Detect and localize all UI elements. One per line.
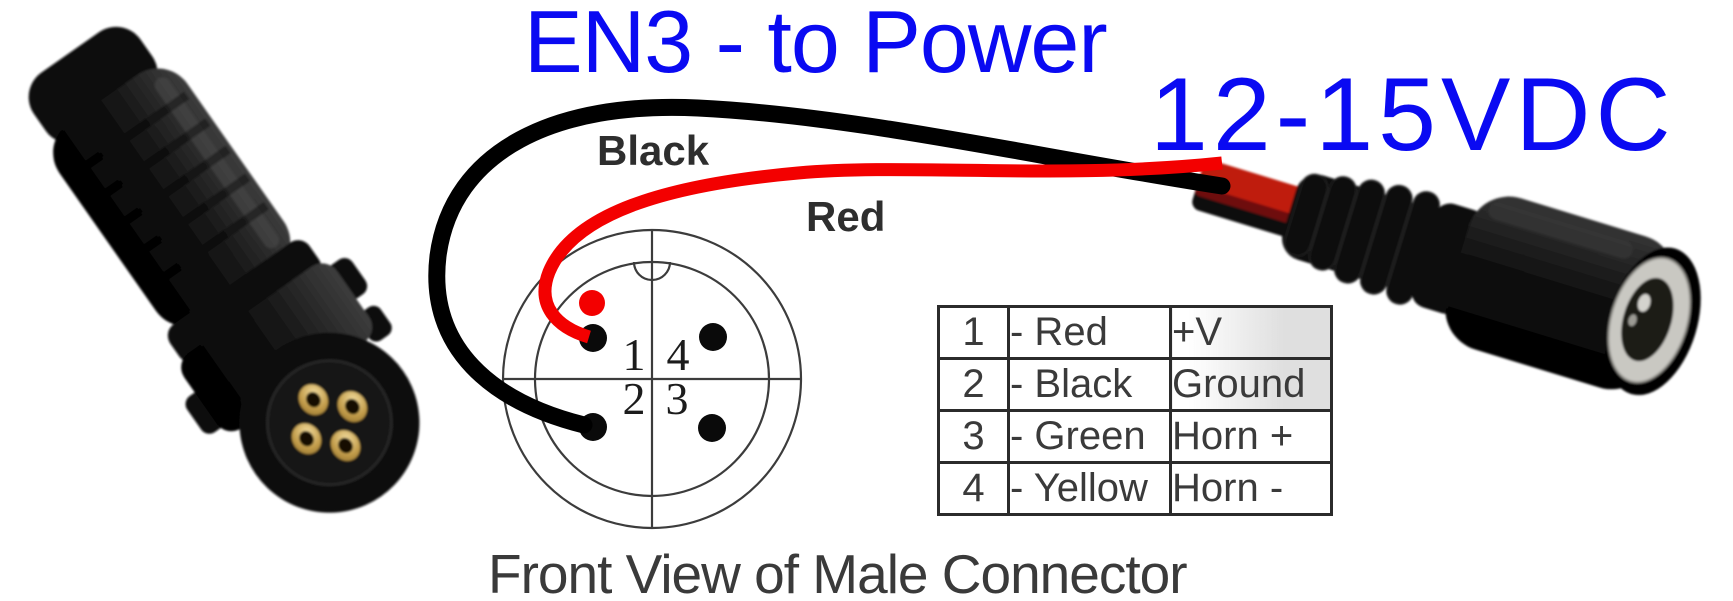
black-wire: [428, 98, 1231, 434]
function-cell: Ground: [1169, 357, 1333, 412]
wire-cell: - Green: [1007, 409, 1172, 464]
strain-relief-ribs: [1283, 173, 1440, 305]
page-title: EN3 - to Power: [524, 0, 1108, 91]
pinout-table: 1 - Red +V 2 - Black Ground 3 - Green Ho…: [937, 305, 1333, 516]
pin-number-4: 4: [666, 329, 690, 381]
red-wire: [538, 156, 1223, 344]
pin-cell: 3: [937, 409, 1010, 464]
dc-barrel-jack-photo: [1192, 160, 1701, 396]
table-row: 2 - Black Ground: [937, 357, 1333, 412]
voltage-label: 12-15VDC: [1150, 57, 1676, 173]
en3-connector-photo: [28, 26, 420, 513]
pin-number-2: 2: [622, 373, 646, 425]
table-row: 1 - Red +V: [937, 305, 1333, 360]
pin-cell: 1: [937, 305, 1010, 360]
black-wire-label: Black: [597, 127, 710, 174]
function-cell: Horn +: [1169, 409, 1333, 464]
diagram-caption: Front View of Male Connector: [488, 543, 1188, 601]
table-row: 4 - Yellow Horn -: [937, 461, 1333, 516]
table-row: 3 - Green Horn +: [937, 409, 1333, 464]
pin-cell: 4: [937, 461, 1010, 516]
connector-front-view-diagram: [501, 228, 803, 530]
pin-number-1: 1: [622, 329, 646, 381]
wire-cell: - Yellow: [1007, 461, 1172, 516]
pin-number-3: 3: [665, 373, 689, 425]
function-cell: +V: [1169, 305, 1333, 360]
pin-4-dot: [699, 323, 727, 351]
pin-3-dot: [698, 414, 726, 442]
wire-cell: - Red: [1007, 305, 1172, 360]
function-cell: Horn -: [1169, 461, 1333, 516]
red-wire-label: Red: [806, 193, 886, 240]
gold-pins: [291, 384, 368, 461]
wire-cell: - Black: [1007, 357, 1172, 412]
red-wire-solder-dot: [579, 290, 605, 316]
pin-cell: 2: [937, 357, 1010, 412]
